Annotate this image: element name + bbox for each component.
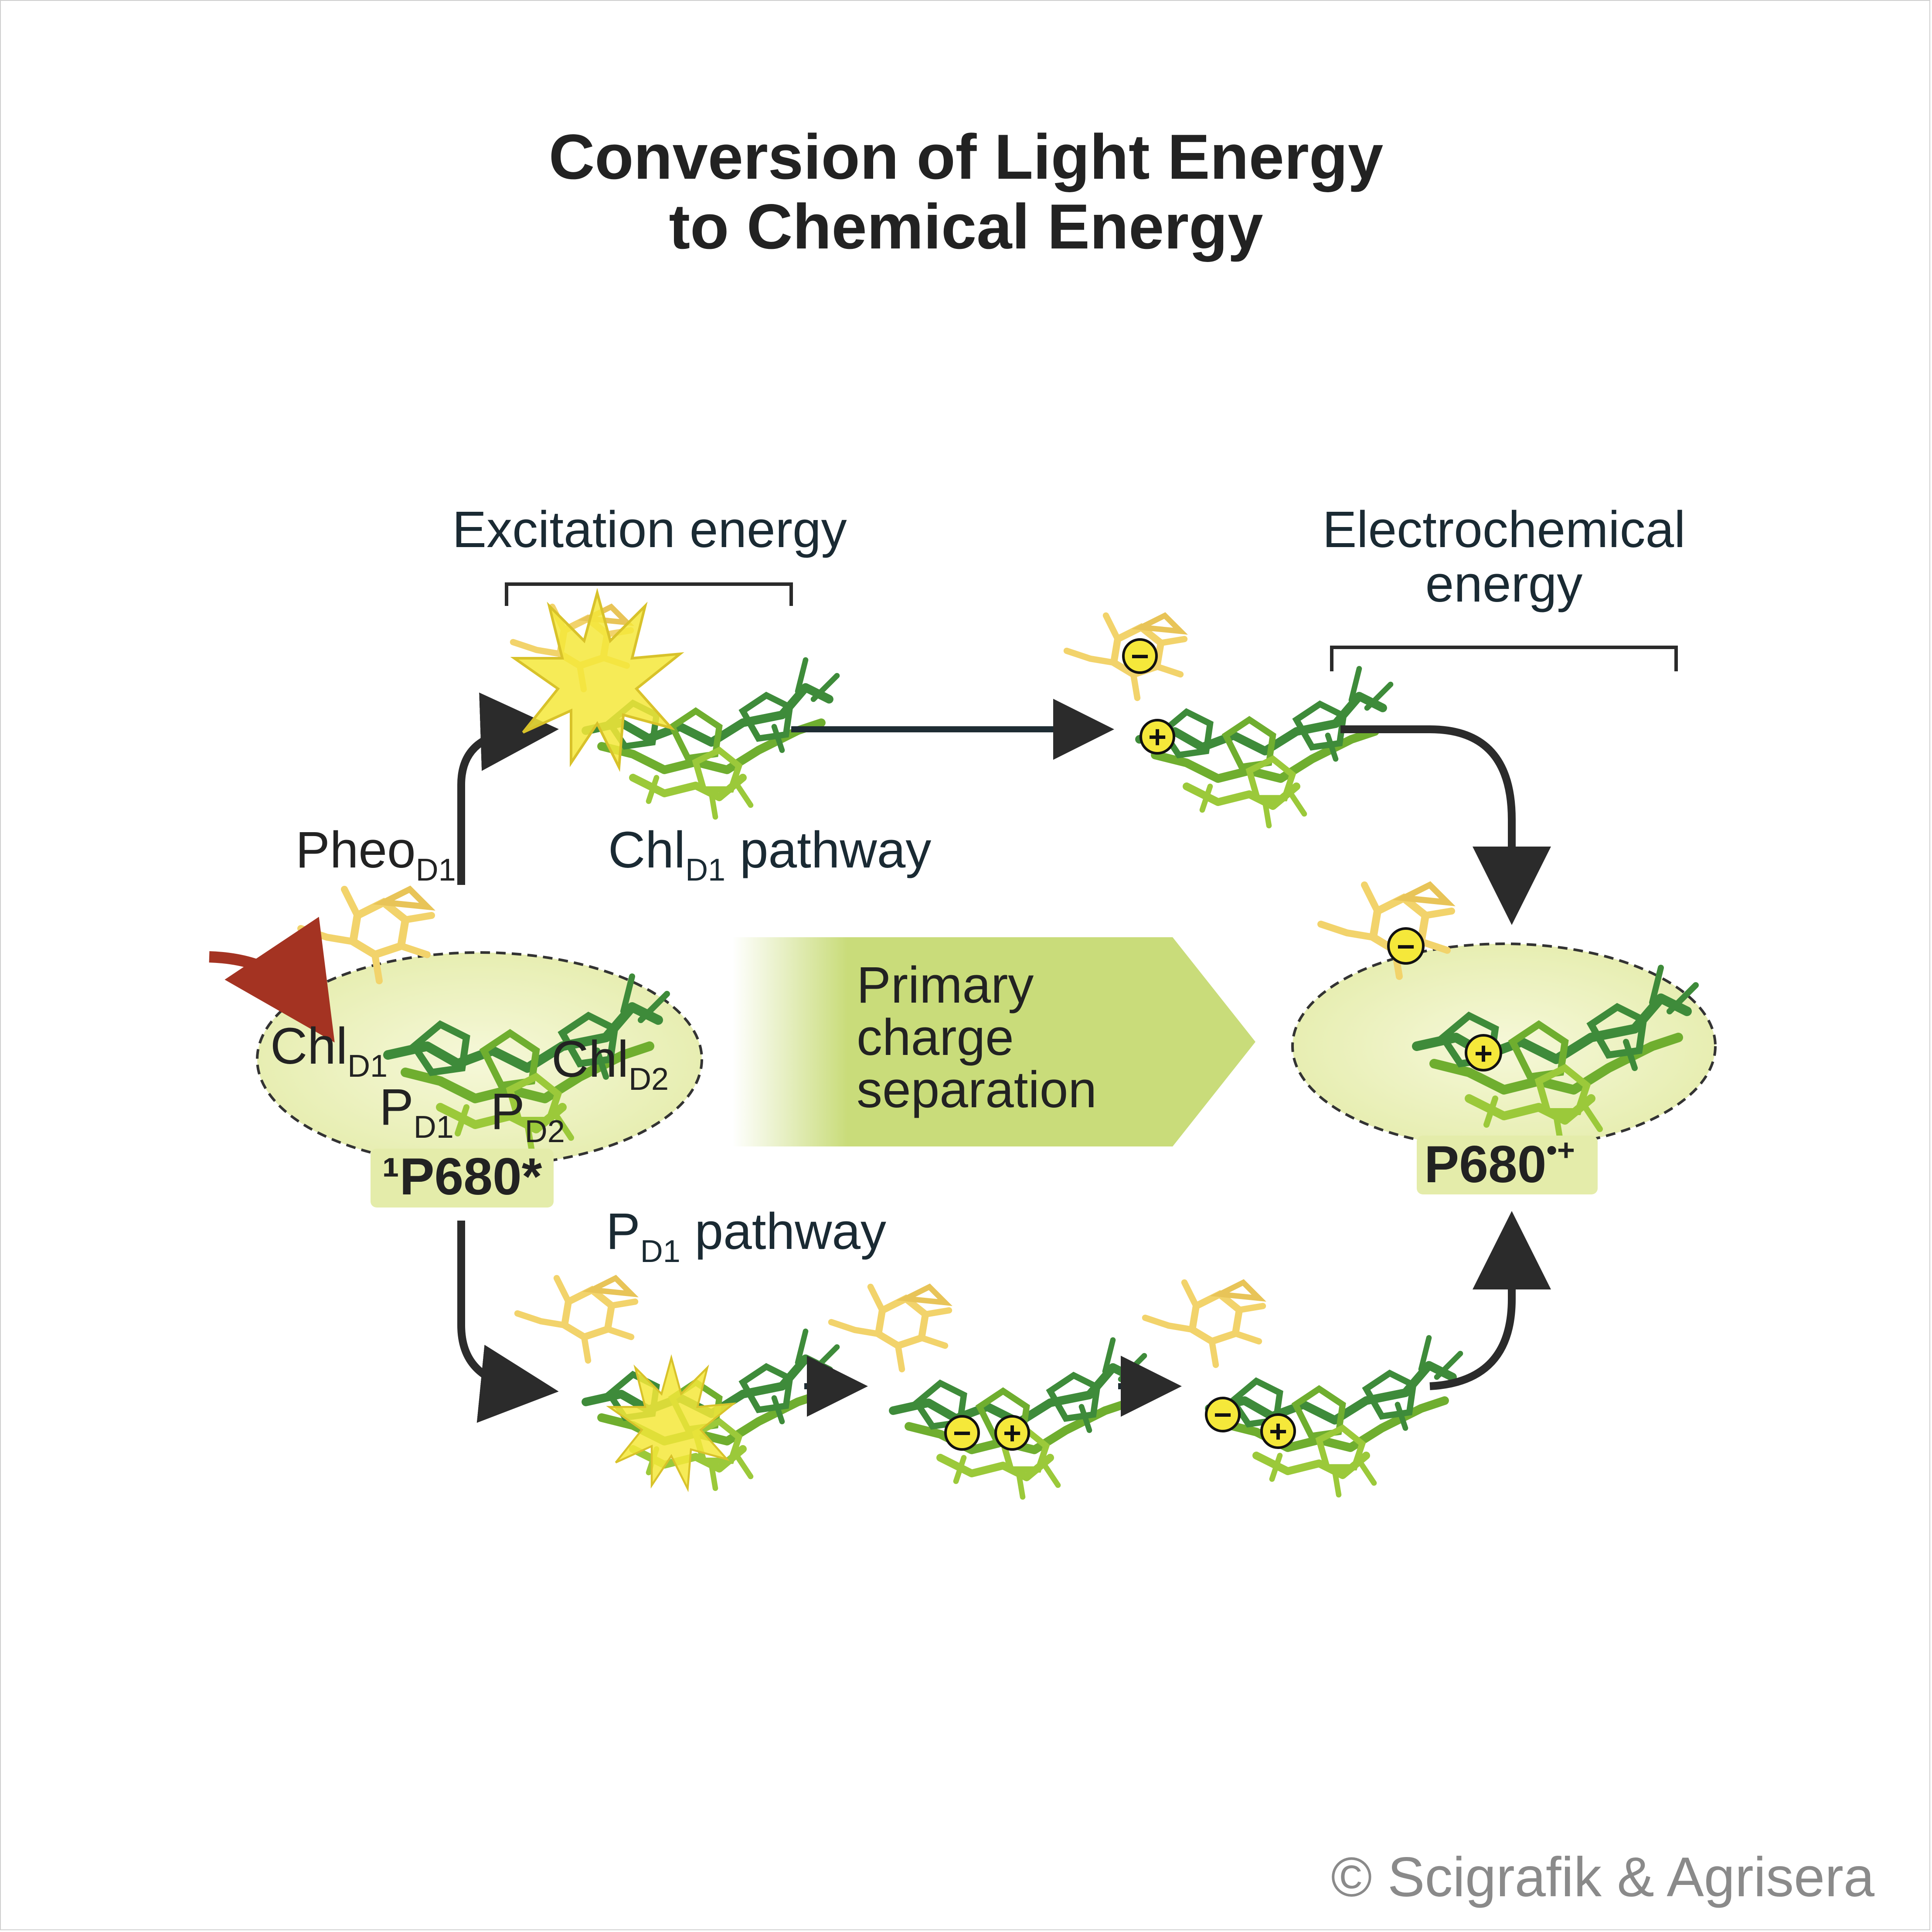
primary-line-1: Primary <box>857 956 1034 1014</box>
bottom-molecule-3 <box>1209 1338 1460 1495</box>
left-state-label: ¹P680* <box>382 1147 542 1206</box>
svg-text:−: − <box>953 1416 971 1451</box>
excitation-energy-label: Excitation energy <box>452 501 847 558</box>
svg-text:+: + <box>1269 1414 1287 1449</box>
up-arrow-to-chl-pathway <box>457 692 559 885</box>
right-minus-charge: − <box>1387 927 1425 965</box>
bottom-2-minus-charge: − <box>944 1415 980 1451</box>
electrochemical-bracket <box>1330 646 1678 671</box>
right-state-label: P680•+ <box>1424 1133 1575 1194</box>
top-plus-charge: + <box>1139 719 1175 755</box>
bottom-pheo-2 <box>831 1287 949 1369</box>
bottom-3-plus-charge: + <box>1260 1413 1296 1449</box>
bottom-2-plus-charge: + <box>994 1415 1030 1451</box>
copyright-text: © Scigrafik & Agrisera <box>1331 1846 1875 1908</box>
chl-d2-label: ChlD2 <box>551 1031 669 1097</box>
chl-d1-pathway-label: ChlD1 pathway <box>608 821 931 888</box>
right-plus-charge: + <box>1465 1034 1502 1071</box>
top-minus-charge: − <box>1122 638 1158 674</box>
title-line-1: Conversion of Light Energy <box>549 121 1383 192</box>
light-input-arrow <box>209 917 335 1043</box>
left-state-box <box>371 1149 554 1208</box>
primary-charge-separation-arrow <box>732 937 1255 1146</box>
svg-text:−: − <box>1397 929 1415 964</box>
svg-text:−: − <box>1214 1398 1232 1432</box>
bottom-pheo-1 <box>517 1278 635 1361</box>
p-d2-label: PD2 <box>490 1083 565 1149</box>
primary-line-2: charge <box>857 1009 1014 1066</box>
top-molecule-2 <box>1139 669 1391 826</box>
p-d1-label: PD1 <box>379 1078 454 1145</box>
title-line-2: to Chemical Energy <box>669 191 1263 262</box>
excitation-bracket <box>505 582 793 606</box>
primary-line-3: separation <box>857 1061 1097 1119</box>
bottom-3-minus-charge: − <box>1205 1397 1241 1432</box>
svg-text:+: + <box>1474 1036 1493 1071</box>
chl-d1-label: ChlD1 <box>270 1017 388 1084</box>
pd1-pathway-label: PD1 pathway <box>606 1203 886 1269</box>
electrochemical-label-line-2: energy <box>1425 555 1583 613</box>
arrow-to-right-state-from-bottom <box>1429 1211 1551 1390</box>
svg-text:+: + <box>1148 720 1167 755</box>
svg-text:−: − <box>1131 639 1149 674</box>
down-arrow-to-pd1-pathway <box>457 1221 559 1423</box>
svg-text:+: + <box>1003 1416 1021 1451</box>
bottom-pheo-3 <box>1145 1282 1263 1365</box>
right-state-box <box>1417 1136 1598 1194</box>
arrow-to-right-state-from-top <box>1340 725 1551 925</box>
electrochemical-label-line-1: Electrochemical <box>1323 501 1686 558</box>
pheo-label: PheoD1 <box>296 821 456 888</box>
